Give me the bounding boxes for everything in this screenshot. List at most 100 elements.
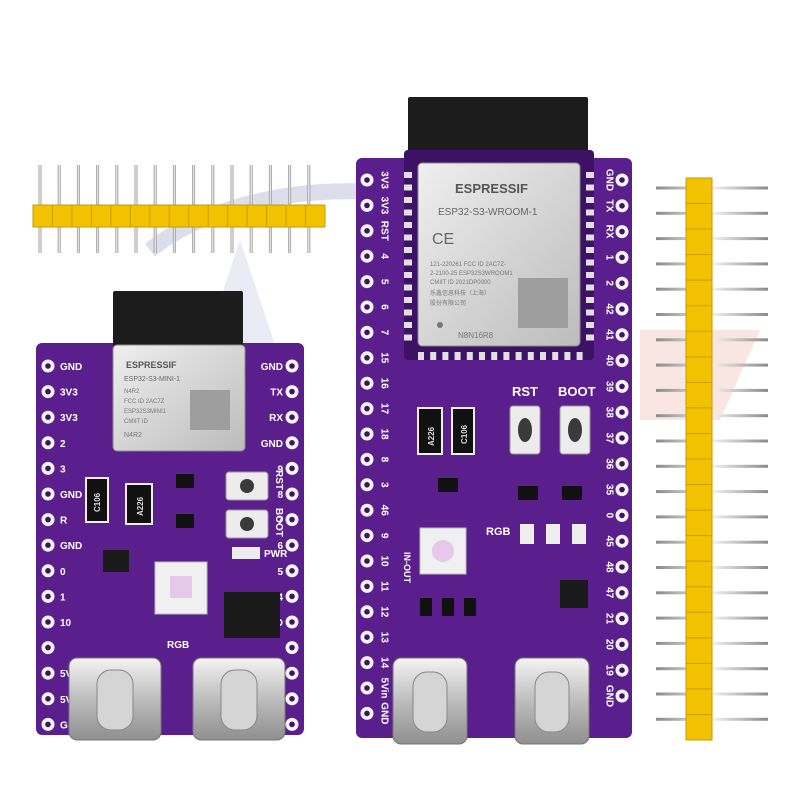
pin-label: 42 [603, 303, 614, 315]
pin-hole [45, 516, 51, 523]
pin-label: 6 [378, 304, 389, 310]
castellation-pad [404, 297, 412, 303]
large-right-pin-column: GNDTXRX1242414039383736350454847212019GN… [603, 169, 629, 707]
antenna [408, 97, 588, 165]
castellation-pad [586, 272, 594, 278]
rst-button[interactable] [225, 471, 269, 501]
castellation-pad [586, 234, 594, 241]
pin-hole [364, 431, 370, 437]
pin-label: 10 [378, 555, 389, 567]
boot-label: BOOT [558, 384, 596, 399]
usb-c-port[interactable] [68, 657, 162, 741]
module-model: ESP32-S3-WROOM-1 [438, 207, 538, 218]
castellation-pad [454, 352, 461, 360]
castellation-pad [404, 184, 412, 191]
pin-hole [364, 405, 370, 412]
castellation-pad [491, 352, 498, 360]
boot-button[interactable] [559, 405, 591, 455]
castellation-pad [564, 352, 571, 360]
module-line4: 乐鑫信息科技（上海） [430, 289, 490, 297]
pin-hole [364, 685, 370, 691]
pin-label: 45 [603, 536, 614, 548]
pin-hole [45, 491, 51, 497]
pin-hole [364, 228, 370, 234]
castellation-pad [576, 352, 583, 360]
castellation-pad [586, 184, 594, 191]
ic-regulator [224, 592, 280, 638]
pin-hole [619, 409, 625, 416]
pin-label: GND [261, 362, 283, 373]
module-line4: CMIIT ID [124, 419, 149, 425]
pin-hole [289, 516, 295, 523]
pin-hole [619, 590, 625, 596]
castellation-pad [479, 352, 485, 360]
castellation-pad [404, 272, 412, 278]
pin-hole [619, 615, 625, 622]
pin-hole [364, 507, 370, 513]
pin-hole [619, 693, 625, 699]
module-line5: 股份有限公司 [430, 299, 466, 307]
pin-label: TX [270, 388, 283, 399]
pin-label: GND [60, 541, 82, 552]
pin-hole [364, 380, 370, 387]
usb-c-port[interactable] [514, 657, 590, 745]
pin-label: 14 [378, 657, 389, 669]
castellation-pad [404, 309, 412, 316]
pin-label: 13 [378, 632, 389, 644]
pin-hole [619, 203, 625, 209]
cap-c106-label: C106 [460, 424, 469, 444]
pin-hole [619, 461, 625, 467]
pin-hole [364, 710, 370, 717]
pin-hole [619, 332, 625, 338]
resistor [464, 598, 476, 616]
castellation-pad [540, 352, 546, 360]
pin-label: GND [60, 362, 82, 373]
module-model: ESP32-S3-MINI-1 [124, 376, 180, 383]
pin-hole [619, 357, 625, 364]
pin-label: 17 [378, 403, 389, 415]
transistor [518, 486, 538, 500]
module-castellations [404, 172, 594, 360]
pin-hole [45, 440, 51, 446]
cap-c106 [451, 407, 475, 455]
transistor [176, 514, 194, 528]
pin-hole [289, 388, 295, 395]
pin-label: 35 [603, 484, 614, 496]
pin-label: 19 [603, 665, 614, 677]
castellation-pad [515, 352, 522, 360]
pin-hole [45, 721, 51, 728]
pin-hole [364, 583, 370, 590]
pin-header-horizontal [32, 165, 326, 253]
pin-hole [289, 542, 295, 548]
pin-hole [45, 568, 51, 574]
large-board: ESPRESSIF ESP32-S3-WROOM-1 CE 121-220261… [356, 97, 632, 745]
pin-label: 20 [603, 639, 614, 651]
pwr-led [232, 547, 260, 559]
transistor [438, 478, 458, 492]
pin-hole [364, 482, 370, 488]
pin-hole [619, 254, 625, 261]
castellation-pad [404, 284, 412, 291]
pin-hole [364, 355, 370, 361]
pin-hole [619, 177, 625, 183]
rst-label: RST [512, 384, 538, 399]
large-left-pin-column: 3V33V3RST4567151617188346910111213145Vin… [360, 171, 389, 725]
pin-hole [289, 721, 295, 728]
pin-label: GND [60, 490, 82, 501]
module-line1: 121-220261 FCC ID 2AC7Z- [430, 262, 506, 268]
usb-c-port[interactable] [392, 657, 468, 745]
castellation-pad [586, 334, 594, 341]
castellation-pad [404, 172, 412, 178]
rst-button[interactable] [509, 405, 541, 455]
usb-c-port[interactable] [192, 657, 286, 741]
pin-label: 39 [603, 381, 614, 393]
pin-label: 16 [378, 378, 389, 390]
pin-label: RST [378, 221, 389, 241]
boot-button[interactable] [225, 509, 269, 539]
castellation-pad [586, 197, 594, 203]
pin-label: 1 [603, 255, 614, 261]
pin-hole [45, 619, 51, 625]
pin-hole [45, 363, 51, 369]
module-brand: ESPRESSIF [455, 181, 528, 196]
